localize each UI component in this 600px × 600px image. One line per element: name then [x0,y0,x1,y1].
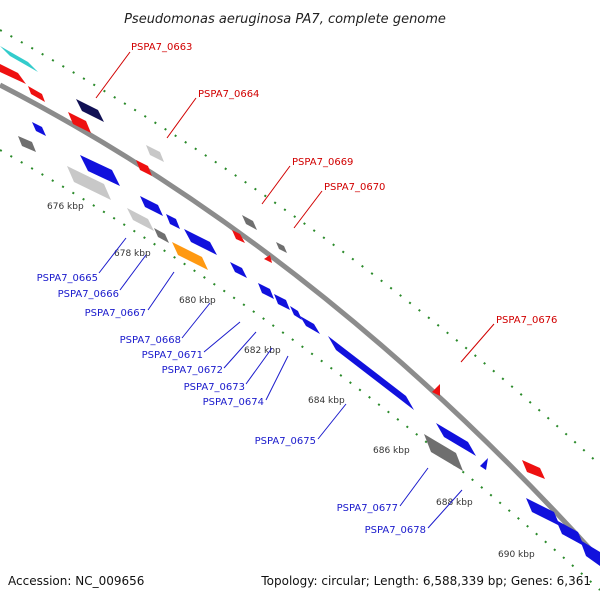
position-ticks: 676 kbp 678 kbp 680 kbp 682 kbp 684 kbp … [47,202,535,560]
tick-label: 684 kbp [308,396,345,406]
gene-track [0,46,600,566]
gene-arrow[interactable] [80,155,120,186]
genome-backbone [0,82,600,562]
map-title: Pseudomonas aeruginosa PA7, complete gen… [124,12,446,27]
leader-line [119,254,147,291]
tick-label: 690 kbp [498,550,535,560]
gene-label[interactable]: PSPA7_0664 [198,89,259,100]
gene-arrow[interactable] [290,306,302,320]
gene-arrow[interactable] [76,99,104,122]
gene-label[interactable]: PSPA7_0674 [203,397,264,408]
reverse-label-texts: PSPA7_0665 PSPA7_0666 PSPA7_0667 PSPA7_0… [37,273,426,536]
gene-arrow[interactable] [328,336,414,410]
gene-label[interactable]: PSPA7_0666 [58,289,119,300]
gene-label[interactable]: PSPA7_0671 [142,350,203,361]
gene-label[interactable]: PSPA7_0673 [184,382,245,393]
gene-arrow[interactable] [556,520,584,546]
inner-dotted-track [0,149,600,591]
leader-line [98,237,127,274]
gene-arrow[interactable] [146,145,164,162]
gene-arrow[interactable] [67,166,111,200]
gene-arrow[interactable] [436,423,476,456]
gene-label[interactable]: PSPA7_0669 [292,157,353,168]
gene-arrow[interactable] [154,228,169,243]
outer-dotted-track [0,29,600,466]
gene-arrow[interactable] [580,540,600,566]
gene-arrow[interactable] [264,255,272,263]
leader-line [317,403,347,440]
forward-labels [95,51,495,363]
leader-line [261,165,291,205]
leader-line [181,302,211,339]
tick-label: 688 kbp [436,498,473,508]
leader-line [265,355,289,401]
leader-line [245,347,273,385]
gene-arrow[interactable] [0,64,26,84]
gene-arrow[interactable] [526,498,560,526]
gene-label[interactable]: PSPA7_0665 [37,273,98,284]
gene-label[interactable]: PSPA7_0678 [365,525,426,536]
gene-arrow[interactable] [258,283,274,299]
gene-arrow[interactable] [432,384,440,396]
leader-line [223,331,257,369]
gene-arrow[interactable] [276,242,287,253]
leader-line [147,271,175,311]
gene-arrow[interactable] [184,229,217,255]
gene-label[interactable]: PSPA7_0675 [255,436,316,447]
gene-arrow[interactable] [140,196,163,216]
gene-arrow[interactable] [0,46,38,72]
forward-label-texts: PSPA7_0663 PSPA7_0664 PSPA7_0669 PSPA7_0… [131,42,557,326]
gene-arrow[interactable] [136,160,152,176]
gene-label[interactable]: PSPA7_0676 [496,315,557,326]
gene-arrow[interactable] [300,316,320,334]
tick-label: 682 kbp [244,346,281,356]
reverse-labels [98,237,463,529]
leader-line [427,489,463,529]
gene-arrow[interactable] [172,242,208,270]
gene-arrow[interactable] [242,215,257,230]
gene-arrow[interactable] [424,434,463,471]
gene-arrow[interactable] [127,208,154,231]
leader-line [203,321,241,353]
leader-line [293,190,323,229]
leader-line [460,323,495,363]
leader-line [166,97,197,139]
leader-line [95,51,131,99]
gene-label[interactable]: PSPA7_0667 [85,308,146,319]
gene-arrow[interactable] [32,122,46,136]
gene-arrow[interactable] [230,262,247,278]
accession-text: Accession: NC_009656 [8,574,144,588]
gene-arrow[interactable] [480,458,488,470]
gene-label[interactable]: PSPA7_0670 [324,182,385,193]
gene-arrow[interactable] [68,112,91,133]
gene-label[interactable]: PSPA7_0677 [337,503,398,514]
gene-label[interactable]: PSPA7_0672 [162,365,223,376]
gene-label[interactable]: PSPA7_0668 [120,335,181,346]
leader-line [399,467,429,507]
tick-label: 678 kbp [114,249,151,259]
gene-arrow[interactable] [522,460,545,479]
tick-label: 680 kbp [179,296,216,306]
tick-label: 686 kbp [373,446,410,456]
dotted-tracks [0,29,600,591]
gene-label[interactable]: PSPA7_0663 [131,42,192,53]
gene-arrow[interactable] [232,230,245,243]
gene-arrow[interactable] [166,214,180,229]
gene-arrow[interactable] [18,136,36,152]
tick-label: 676 kbp [47,202,84,212]
gene-arrow[interactable] [28,86,45,102]
gene-arrow[interactable] [274,294,290,310]
genome-summary-text: Topology: circular; Length: 6,588,339 bp… [260,574,591,588]
